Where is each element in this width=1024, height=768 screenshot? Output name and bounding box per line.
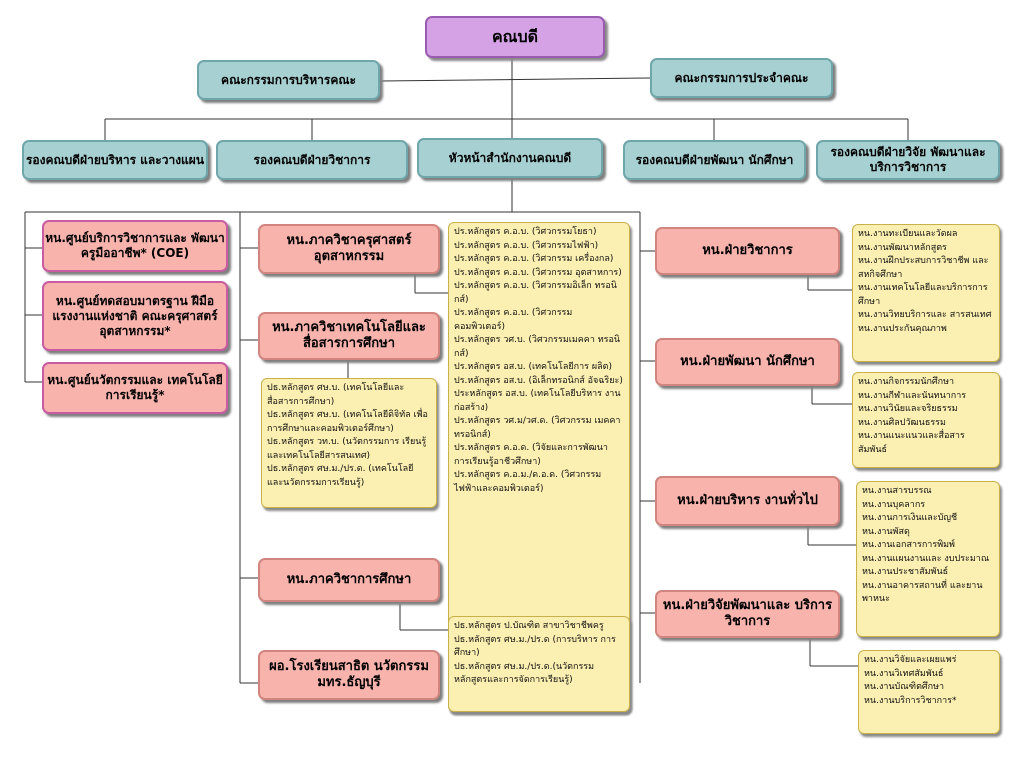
list-item: ปร.หลักสูตร อส.บ. (อิเล็กทรอนิกส์ อัจฉริ…: [454, 375, 623, 386]
list-item: หน.งานแผนงานและ งบประมาณ: [862, 553, 990, 564]
list-item: หน.งานพัฒนาหลักสูตร: [858, 242, 947, 253]
dept-industrial-label: หน.ภาควิชาครุศาสตร์ อุตสาหกรรม: [286, 232, 412, 264]
academic-units-list: หน.งานทะเบียนและวัดผล หน.งานพัฒนาหลักสูต…: [852, 224, 1000, 362]
list-item: หน.งานประชาสัมพันธ์: [862, 567, 949, 577]
faculty-committee-box: คณะกรรมการประจำคณะ: [650, 58, 833, 98]
division-student-box: หน.ฝ่ายพัฒนา นักศึกษา: [655, 338, 840, 386]
center-innovation-box: หน.ศูนย์นวัตกรรมและ เทคโนโลยีการเรียนรู้…: [42, 362, 228, 414]
dept-education-label: หน.ภาควิชาการศึกษา: [286, 571, 412, 587]
list-item: หน.งานศิลปวัฒนธรรม: [858, 417, 946, 428]
deputy-academic-box: รองคณบดีฝ่ายวิชาการ: [216, 140, 408, 180]
division-research-label: หน.ฝ่ายวิจัยพัฒนาและ บริการวิชาการ: [662, 597, 833, 629]
list-item: หน.งานฝึกประสบการวิชาชีพ และสหกิจศึกษา: [858, 256, 989, 280]
list-item: ปธ.หลักสูตร ป.บัณฑิต สาขาวิชาชีพครู: [454, 621, 604, 631]
deputy-admin-label: รองคณบดีฝ่ายบริหาร และวางแผน: [25, 152, 205, 167]
admin-committee-label: คณะกรรมการบริหารคณะ: [221, 72, 356, 87]
list-item: ปธ.หลักสูตร ศษ.ม./ปร.ด (การบริหาร การศึก…: [454, 634, 616, 659]
list-item: หน.งานวิทยบริการและ สารสนเทศ: [858, 310, 992, 320]
dept-edtech-box: หน.ภาควิชาเทคโนโลยีและ สื่อสารการศึกษา: [258, 312, 440, 360]
list-item: ประหลักสูตร อส.บ. (เทคโนโลยีบริหาร งานก่…: [454, 389, 621, 413]
list-item: ปร.หลักสูตร ค.อ.บ. (วิศวกรรม เครื่องกล): [454, 254, 614, 264]
center-coe-box: หน.ศูนย์บริการวิชาการและ พัฒนาครูมืออาชี…: [42, 220, 228, 272]
center-coe-label: หน.ศูนย์บริการวิชาการและ พัฒนาครูมืออาชี…: [45, 231, 225, 260]
list-item: ปธ.หลักสูตร วท.บ. (นวัตกรรมการ เรียนรู้แ…: [267, 437, 427, 461]
deputy-research-box: รองคณบดีฝ่ายวิจัย พัฒนาและบริการวิชาการ: [816, 140, 1000, 180]
list-item: ปร.หลักสูตร อส.บ. (เทคโนโลยีการ ผลิต): [454, 362, 613, 372]
edtech-programs-list: ปธ.หลักสูตร ศษ.บ. (เทคโนโลยีและ สื่อสารก…: [261, 378, 437, 508]
list-item: หน.งานอาคารสถานที่ และยานพาหนะ: [862, 580, 983, 605]
list-item: ปธ.หลักสูตร ศษ.ม./ปร.ด. (เทคโนโลยี และนว…: [267, 464, 414, 488]
list-item: หน.งานกิจกรรมนักศึกษา: [858, 377, 955, 387]
list-item: ปร.หลักสูตร ค.อ.บ. (วิศวกรรมอิเล็ก ทรอนิ…: [454, 281, 617, 305]
list-item: ปร.หลักสูตร ค.อ.ม./ด.อ.ด. (วิศวกรรม ไฟฟ้…: [454, 470, 602, 494]
deputy-admin-box: รองคณบดีฝ่ายบริหาร และวางแผน: [22, 140, 208, 180]
dean-box: คณบดี: [425, 16, 605, 58]
list-item: หน.งานบัณฑิตศึกษา: [864, 682, 945, 692]
deputy-student-label: รองคณบดีฝ่ายพัฒนา นักศึกษา: [635, 152, 794, 167]
list-item: หน.งานเอกสารการพิมพ์: [862, 540, 955, 550]
list-item: ปร.หลักสูตร ค.อ.ด. (วิจัยและการพัฒนา การ…: [454, 443, 608, 467]
division-research-box: หน.ฝ่ายวิจัยพัฒนาและ บริการวิชาการ: [655, 590, 840, 638]
center-testing-box: หน.ศูนย์ทดสอบมาตรฐาน ฝีมือแรงงานแห่งชาติ…: [42, 281, 228, 351]
general-units-list: หน.งานสารบรรณ หน.งานบุคลากร หน.งานการเงิ…: [856, 481, 1000, 637]
student-units-list: หน.งานกิจกรรมนักศึกษา หน.งานกีฬาและนันทน…: [852, 372, 1000, 468]
division-student-label: หน.ฝ่ายพัฒนา นักศึกษา: [680, 353, 815, 369]
deputy-student-box: รองคณบดีฝ่ายพัฒนา นักศึกษา: [623, 140, 806, 180]
list-item: หน.งานการเงินและบัญชี: [862, 513, 958, 523]
center-testing-label: หน.ศูนย์ทดสอบมาตรฐาน ฝีมือแรงงานแห่งชาติ…: [52, 293, 218, 338]
list-item: ปธ.หลักสูตร ศษ.บ. (เทคโนโลยีดิจิทัล เพื่…: [267, 410, 428, 434]
list-item: ปร.หลักสูตร ค.อ.บ. (วิศวกรรม คอมพิวเตอร์…: [454, 308, 573, 332]
list-item: หน.งานเทคโนโลยีและบริการการ ศึกษา: [858, 283, 988, 307]
division-general-box: หน.ฝ่ายบริหาร งานทั่วไป: [655, 476, 840, 526]
dept-industrial-box: หน.ภาควิชาครุศาสตร์ อุตสาหกรรม: [258, 224, 440, 274]
demo-school-label: ผอ.โรงเรียนสาธิต นวัตกรรม มทร.ธัญบุรี: [269, 658, 429, 690]
list-item: หน.งานประกันคุณภาพ: [858, 323, 947, 334]
research-units-list: หน.งานวิจัยและเผยแพร่ หน.งานวิเทศสัมพันธ…: [858, 650, 1000, 734]
division-academic-box: หน.ฝ่ายวิชาการ: [655, 227, 840, 275]
list-item: ปธ.หลักสูตร ศษ.บ. (เทคโนโลยีและ สื่อสารก…: [267, 383, 405, 407]
division-academic-label: หน.ฝ่ายวิชาการ: [702, 242, 793, 258]
list-item: ปร.หลักสูตร วศ.บ. (วิศวกรรมเมคคา ทรอนิกส…: [454, 335, 621, 359]
dean-label: คณบดี: [491, 27, 539, 46]
division-general-label: หน.ฝ่ายบริหาร งานทั่วไป: [677, 492, 818, 508]
list-item: หน.งานวินัยและจริยธรรม: [858, 404, 958, 414]
deputy-academic-label: รองคณบดีฝ่ายวิชาการ: [253, 152, 371, 167]
admin-committee-box: คณะกรรมการบริหารคณะ: [197, 60, 380, 100]
deputy-research-label: รองคณบดีฝ่ายวิจัย พัฒนาและบริการวิชาการ: [830, 145, 986, 174]
list-item: หน.งานสารบรรณ: [862, 486, 932, 496]
list-item: ปร.หลักสูตร ค.อ.บ. (วิศวกรรมโยธา): [454, 227, 597, 237]
list-item: หน.งานบริการวิชาการ*: [864, 695, 957, 706]
list-item: หน.งานวิเทศสัมพันธ์: [864, 668, 944, 679]
demo-school-box: ผอ.โรงเรียนสาธิต นวัตกรรม มทร.ธัญบุรี: [258, 650, 440, 700]
faculty-committee-label: คณะกรรมการประจำคณะ: [674, 70, 809, 85]
list-item: หน.งานบุคลากร: [862, 499, 926, 510]
list-item: หน.งานพัสดุ: [862, 526, 910, 537]
office-head-label: หัวหน้าสำนักงานคณบดี: [448, 150, 572, 165]
list-item: หน.งานวิจัยและเผยแพร่: [864, 655, 957, 665]
list-item: หน.งานทะเบียนและวัดผล: [858, 229, 958, 239]
office-head-box: หัวหน้าสำนักงานคณบดี: [417, 138, 603, 178]
center-innovation-label: หน.ศูนย์นวัตกรรมและ เทคโนโลยีการเรียนรู้…: [47, 373, 223, 402]
list-item: หน.งานกีฬาและนันทนาการ: [858, 390, 967, 401]
list-item: ปธ.หลักสูตร ศษ.ม./ปร.ด.(นวัตกรรม หลักสูต…: [454, 661, 595, 686]
list-item: ปร.หลักสูตร ค.อ.บ. (วิศวกรรมไฟฟ้า): [454, 240, 599, 251]
dept-education-box: หน.ภาควิชาการศึกษา: [258, 558, 440, 602]
dept-edtech-label: หน.ภาควิชาเทคโนโลยีและ สื่อสารการศึกษา: [272, 319, 426, 351]
list-item: ปร.หลักสูตร ค.อ.บ. (วิศวกรรม อุตสาหการ): [454, 267, 622, 278]
education-programs-list: ปธ.หลักสูตร ป.บัณฑิต สาขาวิชาชีพครู ปธ.ห…: [448, 616, 630, 712]
list-item: หน.งานแนะแนวและสื่อสาร สัมพันธ์: [858, 431, 965, 455]
list-item: ปร.หลักสูตร วศ.ม/วศ.ด. (วิศวกรรม เมคคาทร…: [454, 416, 621, 440]
